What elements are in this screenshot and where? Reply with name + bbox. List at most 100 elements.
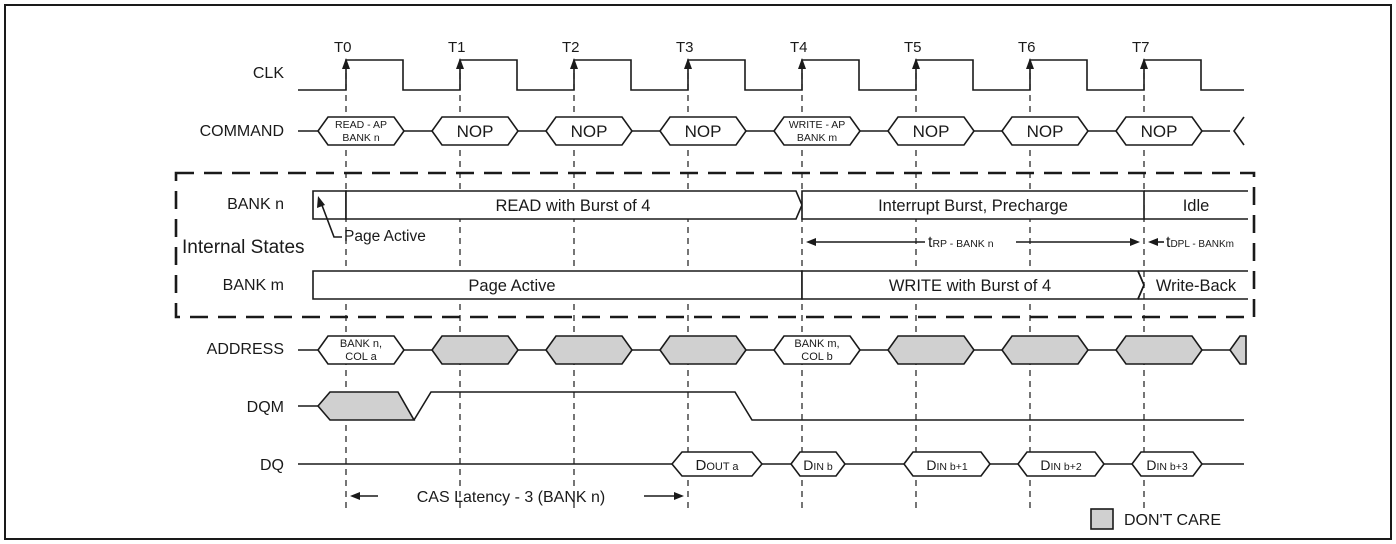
clock-label-t7: T7 [1132,39,1150,56]
rising-edge-arrow-icon [912,58,920,69]
dq-din-b2-sub: IN b+2 [1050,461,1081,473]
clock-label-t2: T2 [562,39,580,56]
bank-m-row: Page Active WRITE with Burst of 4 Write-… [312,270,1248,300]
dq-din-b1: DIN b+1 [926,457,968,473]
rising-edge-arrow-icon [684,58,692,69]
bank-m-page-active-cell [312,270,803,300]
arrow-right-icon [1130,238,1140,246]
address-cell [317,335,405,365]
clk-edge-arrows [342,58,1148,69]
dq-din-b2-main: D [1040,457,1050,473]
address-row: BANK n, COL a BANK m, COL b [298,335,1247,365]
bank-m-page-active-state: Page Active [468,277,555,295]
command-cell [773,116,861,146]
command-cell-partial [1233,116,1245,146]
address-dont-care-cell [545,335,633,365]
outer-frame [4,4,1392,540]
trp-main: t [928,234,933,251]
command-cell [431,116,519,146]
command-write-ap: WRITE - AP [789,119,846,131]
dq-din-b: DIN b [803,457,833,473]
rising-edge-arrow-icon [798,58,806,69]
clock-label-t6: T6 [1018,39,1036,56]
command-cell [887,116,975,146]
legend-label: DON'T CARE [1124,512,1221,529]
legend-swatch [1090,508,1114,530]
address-dont-care-cell [431,335,519,365]
internal-states-region [174,171,1256,319]
address-bank-n: BANK n, [340,338,382,350]
arrow-right-icon [674,492,684,500]
command-nop: NOP [1027,122,1064,141]
clock-label-t4: T4 [790,39,808,56]
signal-command: COMMAND [200,123,284,140]
dq-din-b3: DIN b+3 [1146,457,1188,473]
command-nop: NOP [571,122,608,141]
clock-label-t5: T5 [904,39,922,56]
cas-latency: CAS Latency - 3 (BANK n) [350,489,684,506]
dq-din-b1-main: D [926,457,936,473]
command-nop: NOP [685,122,722,141]
rising-edge-arrow-icon [342,58,350,69]
dq-cell [903,451,991,477]
cas-latency-label: CAS Latency - 3 (BANK n) [417,489,606,506]
command-read-ap-bank: BANK n [342,132,380,144]
bank-m-writeback-state: Write-Back [1156,277,1237,295]
tdpl-sub: DPL - BANKm [1170,239,1234,250]
tdpl-main: t [1166,234,1171,251]
dqm-waveform [298,391,1244,421]
dq-cell [1017,451,1105,477]
dq-row: DOUT a DIN b DIN b+1 DIN b+2 DIN b+3 [298,451,1244,477]
dq-dout-a: DOUT a [695,457,739,474]
tdpl-label: tDPL - BANKm [1166,234,1234,251]
dq-cell [670,451,764,477]
bank-n-idle-cell [1144,190,1248,220]
signal-bank-n: BANK n [227,196,284,213]
trp-sub: RP - BANK n [932,238,993,250]
bank-n-idle-state: Idle [1183,197,1210,215]
bank-m-writeback-cell [1137,270,1248,300]
address-col-b: COL b [801,351,832,363]
dq-dout-a-main: D [695,457,706,474]
command-row: READ - AP BANK n NOP NOP NOP WRITE - AP … [298,116,1245,146]
arrow-icon [317,196,325,208]
command-nop: NOP [457,122,494,141]
bank-n-precharge-state: Interrupt Burst, Precharge [878,197,1068,215]
clock-labels: T0 T1 T2 T3 T4 T5 T6 T7 [334,39,1150,56]
arrow-left-icon [350,492,360,500]
dq-din-b1-sub: IN b+1 [936,461,967,473]
bank-m-write-state: WRITE with Burst of 4 [889,277,1051,295]
signal-bank-m: BANK m [223,277,284,294]
legend: DON'T CARE [1090,508,1221,530]
clock-label-t1: T1 [448,39,466,56]
command-cell [1001,116,1089,146]
rising-edge-arrow-icon [1140,58,1148,69]
arrow-left-icon [806,238,816,246]
address-cell [773,335,861,365]
signal-dqm: DQM [247,399,284,416]
address-col-a: COL a [345,351,377,363]
page-active-pointer [319,199,342,238]
signal-clk: CLK [253,65,284,82]
dq-din-b-sub: IN b [813,461,832,473]
signal-labels: CLK COMMAND BANK n BANK m ADDRESS DQM DQ [200,65,285,474]
address-dont-care-cell [1115,335,1203,365]
dq-din-b2: DIN b+2 [1040,457,1082,473]
command-nop: NOP [1141,122,1178,141]
arrow-left-icon [1148,238,1158,246]
signal-address: ADDRESS [207,341,284,358]
dqm-dont-care-cell [316,391,416,421]
address-dont-care-cell [1001,335,1089,365]
rising-edge-arrow-icon [456,58,464,69]
bank-n-page-active-label: Page Active [344,228,426,245]
clock-label-t3: T3 [676,39,694,56]
dq-din-b-main: D [803,457,813,473]
dq-dout-a-sub: OUT a [706,461,739,473]
dq-cell [1131,451,1203,477]
dq-din-b3-sub: IN b+3 [1156,461,1187,473]
bank-n-read-cell [345,190,803,220]
trp-label: tRP - BANK n [928,234,994,251]
command-nop: NOP [913,122,950,141]
command-cell [317,116,405,146]
